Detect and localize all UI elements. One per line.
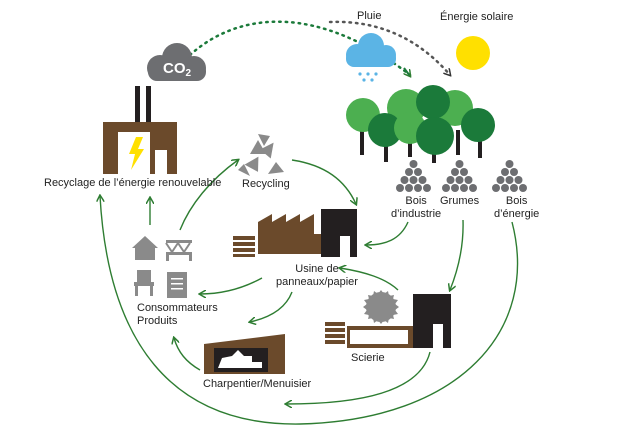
sun-icon xyxy=(456,36,490,70)
rain-label: Pluie xyxy=(357,10,382,22)
arrow-mill-to-consumers xyxy=(200,277,263,294)
power-plant-icon xyxy=(103,86,177,174)
recycling-icon xyxy=(238,134,284,176)
co2-label: CO2 xyxy=(163,60,192,79)
arrow-logs-to-sawmill xyxy=(450,219,464,290)
rain-cloud-icon xyxy=(346,33,396,82)
saw-blade-icon xyxy=(363,290,399,324)
co2-cloud-icon xyxy=(147,43,206,81)
arrow-mill-to-carpenter xyxy=(250,291,293,322)
paper-icon xyxy=(167,272,187,298)
arrow-industrial-wood-to-mill xyxy=(366,221,409,245)
logs-icon xyxy=(442,160,477,192)
arrow-recycling-to-mill xyxy=(291,159,356,204)
house-icon xyxy=(132,236,158,260)
carpenter-workshop-icon xyxy=(204,334,285,374)
consumer-products-icons xyxy=(132,236,192,298)
forest-icon xyxy=(346,85,495,163)
arrow-consumers-to-recycling xyxy=(179,160,238,231)
bridge-icon xyxy=(165,240,192,261)
carpenter-label: Charpentier/Menuisier xyxy=(203,378,312,390)
chair-icon xyxy=(134,270,154,296)
renewable-recycling-label: Recyclage de l’énergie renouvelable xyxy=(44,177,222,189)
panel-mill-factory-icon xyxy=(233,209,357,257)
arrow-carpenter-to-consumers xyxy=(174,338,201,371)
arrow-sawmill-to-mill xyxy=(340,268,399,291)
industrial-wood-logs-icon xyxy=(396,160,431,192)
rain-arrow-head xyxy=(403,67,410,76)
arrow-energy-wood-to-renewable xyxy=(100,196,519,425)
lightning-icon xyxy=(129,137,144,170)
co2-cycle-dotted-arc xyxy=(188,20,412,77)
solar-energy-label: Énergie solaire xyxy=(440,11,514,23)
sawmill-icon xyxy=(325,290,451,348)
plane-tool-icon xyxy=(218,350,262,368)
sawmill-label: Scierie xyxy=(351,352,385,364)
energy-wood-logs-icon xyxy=(492,160,527,192)
recycling-label: Recycling xyxy=(242,178,290,190)
arrow-sawmill-to-carpenter xyxy=(286,351,431,404)
logs-label: Grumes xyxy=(440,195,480,207)
